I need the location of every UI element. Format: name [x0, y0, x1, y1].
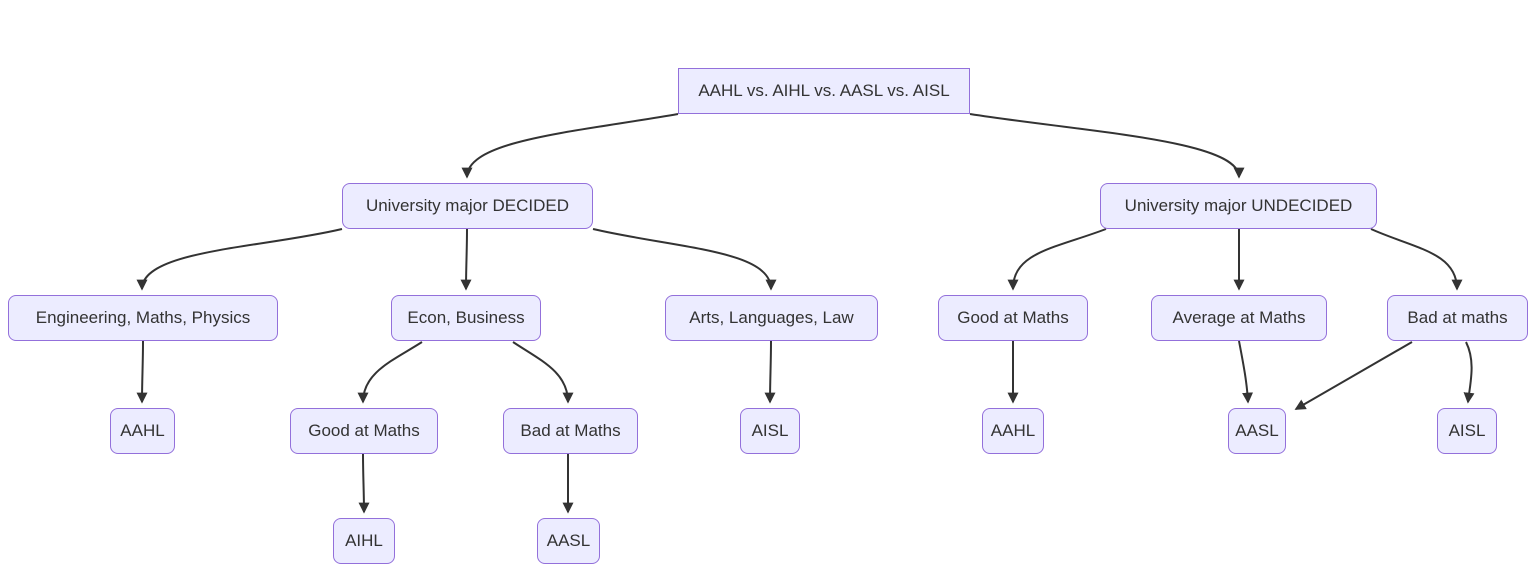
edge-root-to-decided: [461, 113, 679, 179]
edge-undecided-to-good: [1007, 228, 1107, 291]
edge-undecided-to-badmaths: [1370, 228, 1463, 291]
node-engineering-maths-physics: Engineering, Maths, Physics: [8, 295, 278, 341]
edge-eng-to-aahl: [136, 340, 148, 404]
edge-econ-to-good: [357, 341, 423, 404]
node-good-at-maths-undecided: Good at Maths: [938, 295, 1088, 341]
edge-decided-to-arts: [592, 228, 777, 291]
edge-arts-to-aisl: [764, 340, 776, 404]
node-average-at-maths: Average at Maths: [1151, 295, 1327, 341]
node-aisl-undecided: AISL: [1437, 408, 1497, 454]
node-aasl-decided: AASL: [537, 518, 600, 564]
edge-econ-to-bad: [512, 341, 574, 404]
node-aasl-undecided: AASL: [1228, 408, 1286, 454]
node-university-major-decided: University major DECIDED: [342, 183, 593, 229]
node-econ-business: Econ, Business: [391, 295, 541, 341]
node-aahl-decided: AAHL: [110, 408, 175, 454]
edge-badmaths-to-aisl: [1463, 341, 1475, 404]
node-aihl-decided: AIHL: [333, 518, 395, 564]
node-aisl-decided: AISL: [740, 408, 800, 454]
node-university-major-undecided: University major UNDECIDED: [1100, 183, 1377, 229]
node-bad-at-maths-undecided: Bad at maths: [1387, 295, 1528, 341]
edge-average-to-aasl: [1238, 340, 1254, 404]
node-bad-at-maths-decided: Bad at Maths: [503, 408, 638, 454]
edge-badmaths-to-aasl: [1294, 341, 1413, 410]
node-good-at-maths-decided: Good at Maths: [290, 408, 438, 454]
edge-root-to-undecided: [969, 113, 1245, 179]
edge-decided-to-econ: [460, 228, 472, 291]
node-root: AAHL vs. AIHL vs. AASL vs. AISL: [678, 68, 970, 114]
node-aahl-undecided: AAHL: [982, 408, 1044, 454]
node-arts-languages-law: Arts, Languages, Law: [665, 295, 878, 341]
edge-good-to-aihl: [358, 453, 370, 514]
edge-decided-to-eng: [136, 228, 343, 291]
